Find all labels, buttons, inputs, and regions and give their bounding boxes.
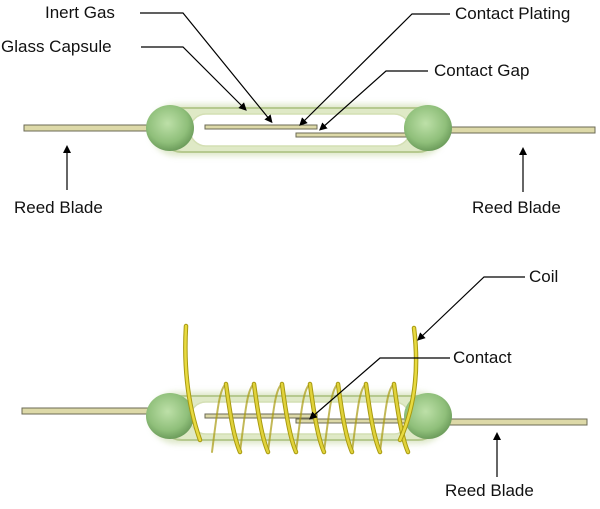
lower-inner-blade-right: [295, 418, 409, 424]
inert-gas-leader: [140, 12, 273, 124]
label-contact-plating: Contact Plating: [455, 4, 571, 23]
coil-turn-front: [364, 382, 382, 454]
glass-capsule-leader: [141, 46, 247, 111]
label-reed-blade-lower: Reed Blade: [445, 481, 534, 500]
lower-left-end-bead: [146, 393, 194, 439]
contact-plating-leader: [299, 13, 450, 126]
coil-leader: [417, 276, 525, 341]
coil-turn-front: [224, 382, 242, 454]
upper-inner-blade-right: [295, 132, 409, 138]
coil: [183, 323, 419, 455]
coil-turn-front: [308, 382, 326, 454]
coil-turn-front: [280, 382, 298, 454]
lower-right-end-bead: [404, 393, 452, 439]
coil-front-turns: [223, 381, 411, 455]
label-contact-gap: Contact Gap: [434, 61, 530, 80]
label-coil: Coil: [529, 267, 559, 286]
coil-turn-front: [392, 382, 410, 454]
upper-inner-blade-left: [204, 124, 318, 130]
coil-left-lead-highlight: [184, 324, 202, 442]
coil-turn-front: [336, 382, 354, 454]
upper-capsule-interior: [189, 113, 411, 147]
upper-right-end-bead: [404, 105, 452, 151]
upper-reed-switch: [23, 104, 596, 156]
lower-reed-switch: [21, 323, 588, 455]
coil-turn-front: [252, 382, 270, 454]
contact-leader: [308, 357, 450, 420]
upper-leader-lines: [63, 12, 527, 192]
label-reed-blade-left: Reed Blade: [14, 198, 103, 217]
label-glass-capsule: Glass Capsule: [1, 37, 112, 56]
coil-right-lead-highlight: [398, 326, 418, 442]
lower-leader-lines: [308, 276, 525, 477]
contact-gap-leader: [319, 70, 428, 131]
label-inert-gas: Inert Gas: [45, 3, 115, 22]
label-contact: Contact: [453, 348, 512, 367]
label-reed-blade-right: Reed Blade: [472, 198, 561, 217]
upper-left-end-bead: [146, 105, 194, 151]
